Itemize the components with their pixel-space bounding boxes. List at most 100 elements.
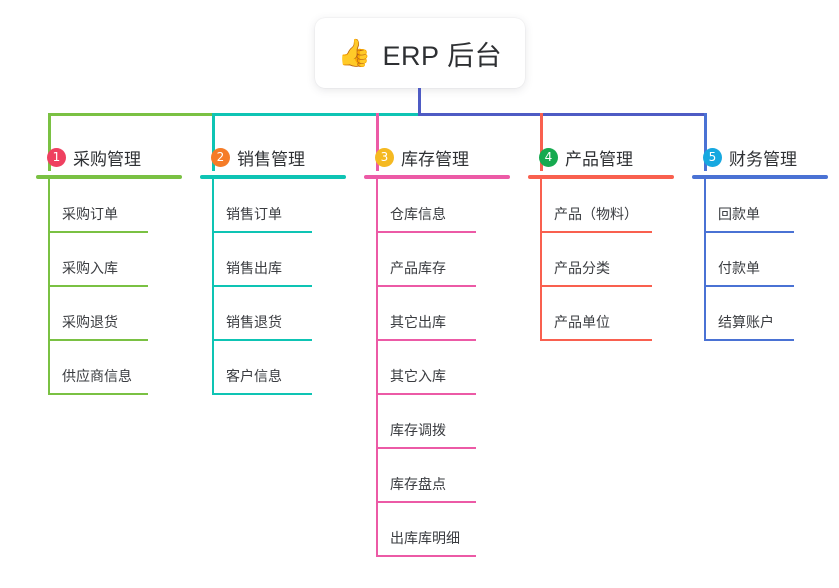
branch-item-rule: [376, 285, 476, 287]
branch-header-2[interactable]: 2 销售管理: [200, 144, 346, 170]
branch-item[interactable]: 付款单: [692, 233, 828, 287]
branch-item-label: 库存调拨: [390, 422, 446, 438]
branch-number-badge: 5: [703, 147, 722, 167]
branch-item-label: 库存盘点: [390, 476, 446, 492]
branch-item-label: 产品库存: [390, 260, 446, 276]
branch-spine: [212, 179, 214, 395]
branch-item[interactable]: 出库库明细: [364, 503, 510, 557]
branch-title: 财务管理: [729, 149, 797, 169]
branch-item-rule: [48, 285, 148, 287]
branch-item-label: 仓库信息: [390, 206, 446, 222]
branch-item-list: 采购订单采购入库采购退货供应商信息: [36, 179, 182, 395]
branch-title: 采购管理: [73, 149, 141, 169]
branch-item[interactable]: 结算账户: [692, 287, 828, 341]
branch-item-list: 回款单付款单结算账户: [692, 179, 828, 341]
branch-item-label: 采购退货: [62, 314, 118, 330]
branch-item-rule: [540, 231, 652, 233]
branch-header-rule: [200, 175, 346, 179]
branch-item-label: 其它入库: [390, 368, 446, 384]
branch-item-label: 供应商信息: [62, 368, 132, 384]
branch-item-rule: [212, 339, 312, 341]
branch-item[interactable]: 库存盘点: [364, 449, 510, 503]
branch-item[interactable]: 供应商信息: [36, 341, 182, 395]
branch-item-label: 其它出库: [390, 314, 446, 330]
branch-item-label: 产品（物料）: [554, 206, 638, 222]
branch-item-label: 付款单: [718, 260, 760, 276]
branch-item-rule: [212, 393, 312, 395]
branch-item[interactable]: 销售退货: [200, 287, 346, 341]
branch-item-label: 结算账户: [718, 314, 774, 330]
branch-item[interactable]: 产品单位: [528, 287, 674, 341]
branch-item-rule: [704, 285, 794, 287]
branch-header-rule: [692, 175, 828, 179]
branch-number-badge: 3: [375, 147, 394, 167]
branch-item-rule: [376, 393, 476, 395]
branch-item-label: 出库库明细: [390, 530, 460, 546]
root-stem: [418, 88, 421, 116]
branch-spine: [48, 179, 50, 395]
branch-header-3[interactable]: 3 库存管理: [364, 144, 510, 170]
branch-item[interactable]: 仓库信息: [364, 179, 510, 233]
branch-item-rule: [704, 231, 794, 233]
branch-item-list: 产品（物料） 产品分类产品单位: [528, 179, 674, 341]
branch-item-label: 采购订单: [62, 206, 118, 222]
branch-column-3: 3 库存管理仓库信息产品库存其它出库其它入库库存调拨库存盘点出库库明细: [364, 144, 510, 557]
branch-item-label: 销售出库: [226, 260, 282, 276]
branch-item-rule: [376, 501, 476, 503]
branch-header-5[interactable]: 5 财务管理: [692, 144, 828, 170]
bus-segment-3: [418, 113, 706, 116]
branch-title: 产品管理: [565, 149, 633, 169]
branch-item[interactable]: 销售订单: [200, 179, 346, 233]
bus-segment-2: [212, 113, 420, 116]
branch-item-label: 采购入库: [62, 260, 118, 276]
branch-item-rule: [48, 393, 148, 395]
bus-segment-1: [48, 113, 212, 116]
branch-item-rule: [212, 285, 312, 287]
branch-item[interactable]: 产品分类: [528, 233, 674, 287]
branch-item[interactable]: 销售出库: [200, 233, 346, 287]
branch-item-rule: [48, 231, 148, 233]
branch-title: 库存管理: [401, 149, 469, 169]
branch-item[interactable]: 采购订单: [36, 179, 182, 233]
branch-item[interactable]: 回款单: [692, 179, 828, 233]
branch-item[interactable]: 库存调拨: [364, 395, 510, 449]
branch-item[interactable]: 采购退货: [36, 287, 182, 341]
branch-item-label: 产品分类: [554, 260, 610, 276]
branch-number-badge: 2: [211, 147, 230, 167]
branch-item-label: 客户信息: [226, 368, 282, 384]
root-node-content: 👍 ERP 后台: [338, 34, 502, 73]
branch-item[interactable]: 客户信息: [200, 341, 346, 395]
branch-item[interactable]: 产品库存: [364, 233, 510, 287]
branch-header-rule: [528, 175, 674, 179]
root-node-card[interactable]: 👍 ERP 后台: [315, 18, 525, 88]
branch-item[interactable]: 其它入库: [364, 341, 510, 395]
branch-item-rule: [212, 231, 312, 233]
branch-item-label: 销售退货: [226, 314, 282, 330]
branch-item[interactable]: 产品（物料）: [528, 179, 674, 233]
thumbs-up-icon: 👍: [337, 37, 372, 68]
branch-item-rule: [376, 555, 476, 557]
branch-item-list: 销售订单销售出库销售退货客户信息: [200, 179, 346, 395]
branch-column-4: 4 产品管理产品（物料） 产品分类产品单位: [528, 144, 674, 341]
branch-item-rule: [376, 447, 476, 449]
branch-item-rule: [540, 285, 652, 287]
branch-item-rule: [376, 231, 476, 233]
branch-column-2: 2 销售管理销售订单销售出库销售退货客户信息: [200, 144, 346, 395]
branch-item-list: 仓库信息产品库存其它出库其它入库库存调拨库存盘点出库库明细: [364, 179, 510, 557]
branch-item[interactable]: 采购入库: [36, 233, 182, 287]
root-node-title: ERP 后台: [382, 40, 503, 71]
branch-item-label: 销售订单: [226, 206, 282, 222]
branch-header-4[interactable]: 4 产品管理: [528, 144, 674, 170]
branch-item-label: 回款单: [718, 206, 760, 222]
branch-title: 销售管理: [237, 149, 305, 169]
branch-item-rule: [48, 339, 148, 341]
branch-item-rule: [704, 339, 794, 341]
branch-item[interactable]: 其它出库: [364, 287, 510, 341]
branch-number-badge: 4: [539, 147, 558, 167]
branch-item-rule: [376, 339, 476, 341]
branch-spine: [704, 179, 706, 341]
branch-column-5: 5 财务管理回款单付款单结算账户: [692, 144, 828, 341]
